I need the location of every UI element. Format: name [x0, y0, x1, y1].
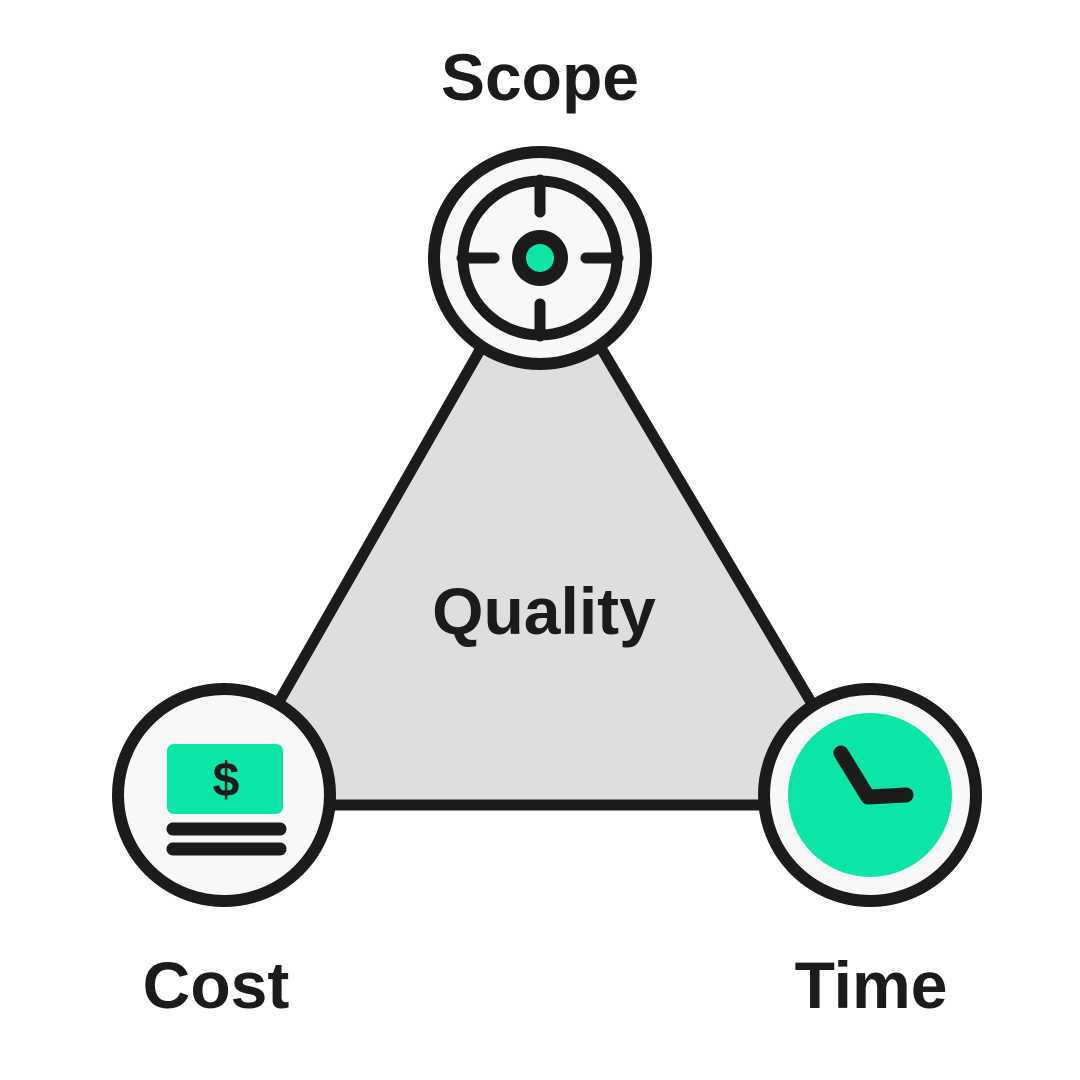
banknote-icon: $: [166, 744, 287, 856]
scope-node: [428, 146, 652, 370]
time-label: Time: [795, 948, 948, 1022]
scope-label: Scope: [441, 40, 639, 114]
triangle-shape: [210, 234, 882, 811]
banknote-bill: [167, 744, 283, 814]
quality-label: Quality: [432, 574, 656, 648]
clock-icon: [788, 713, 952, 877]
dollar-sign: $: [213, 754, 240, 807]
target-icon: [456, 174, 624, 342]
cost-label: Cost: [143, 948, 290, 1022]
cost-node: $: [112, 683, 336, 907]
clock-hands: [833, 745, 914, 805]
target-bullseye-dot: [526, 244, 554, 272]
time-node: [758, 683, 982, 907]
